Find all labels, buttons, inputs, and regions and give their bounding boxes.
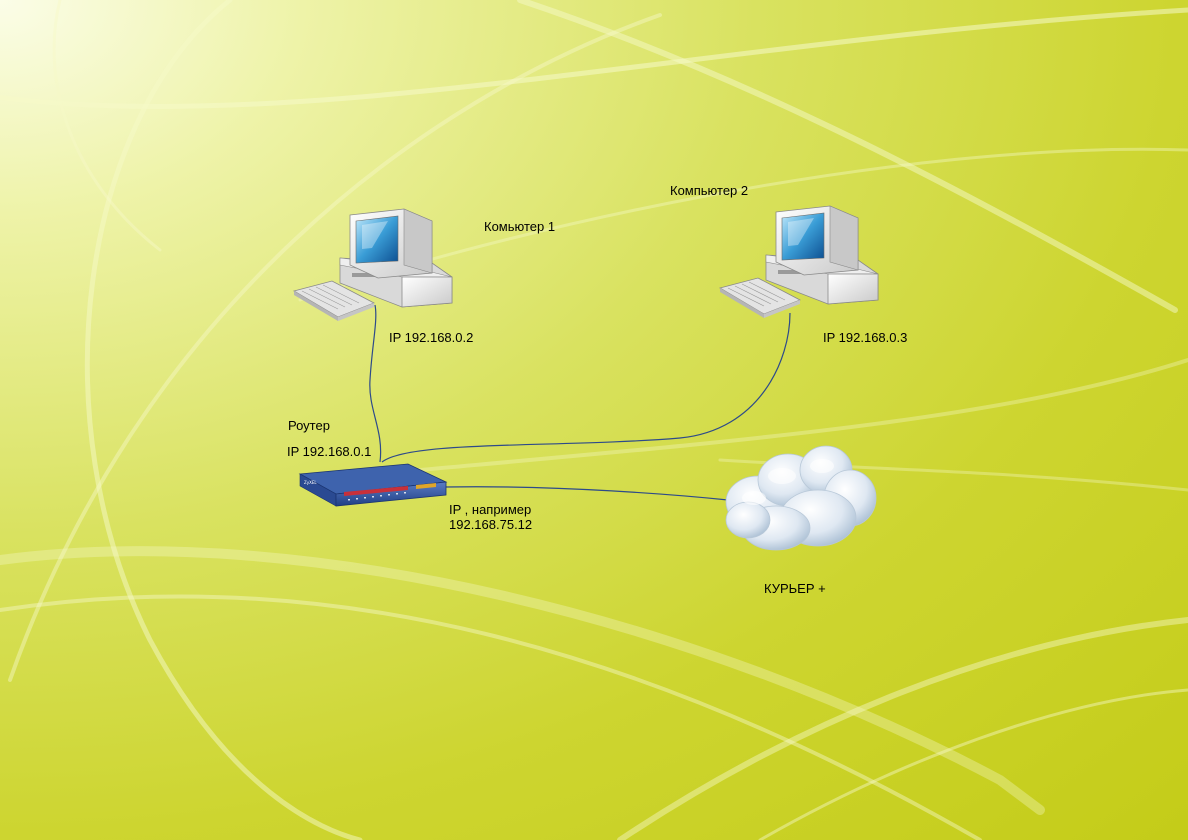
external-ip-value: 192.168.75.12	[449, 517, 533, 532]
cable-router-computer1	[369, 304, 382, 463]
cable-router-internet	[444, 486, 729, 501]
internet-provider-name: КУРЬЕР +	[764, 581, 826, 596]
cable-router-computer2	[381, 312, 791, 463]
computer-2-icon[interactable]	[718, 200, 888, 322]
computer-1-icon[interactable]	[292, 203, 462, 325]
computer-2-name: Компьютер 2	[670, 183, 749, 198]
computer-2-ip: IP 192.168.0.3	[823, 330, 908, 345]
cloud-icon[interactable]	[718, 440, 880, 558]
external-ip-label: IP , например	[449, 502, 532, 517]
computer-1-name: Комьютер 1	[484, 219, 556, 234]
svg-text:ZyXEL: ZyXEL	[304, 480, 317, 485]
router-name: Роутер	[288, 418, 330, 433]
router-icon[interactable]: ZyXEL	[296, 462, 448, 512]
router-ip: IP 192.168.0.1	[287, 444, 372, 459]
computer-1-ip: IP 192.168.0.2	[389, 330, 474, 345]
